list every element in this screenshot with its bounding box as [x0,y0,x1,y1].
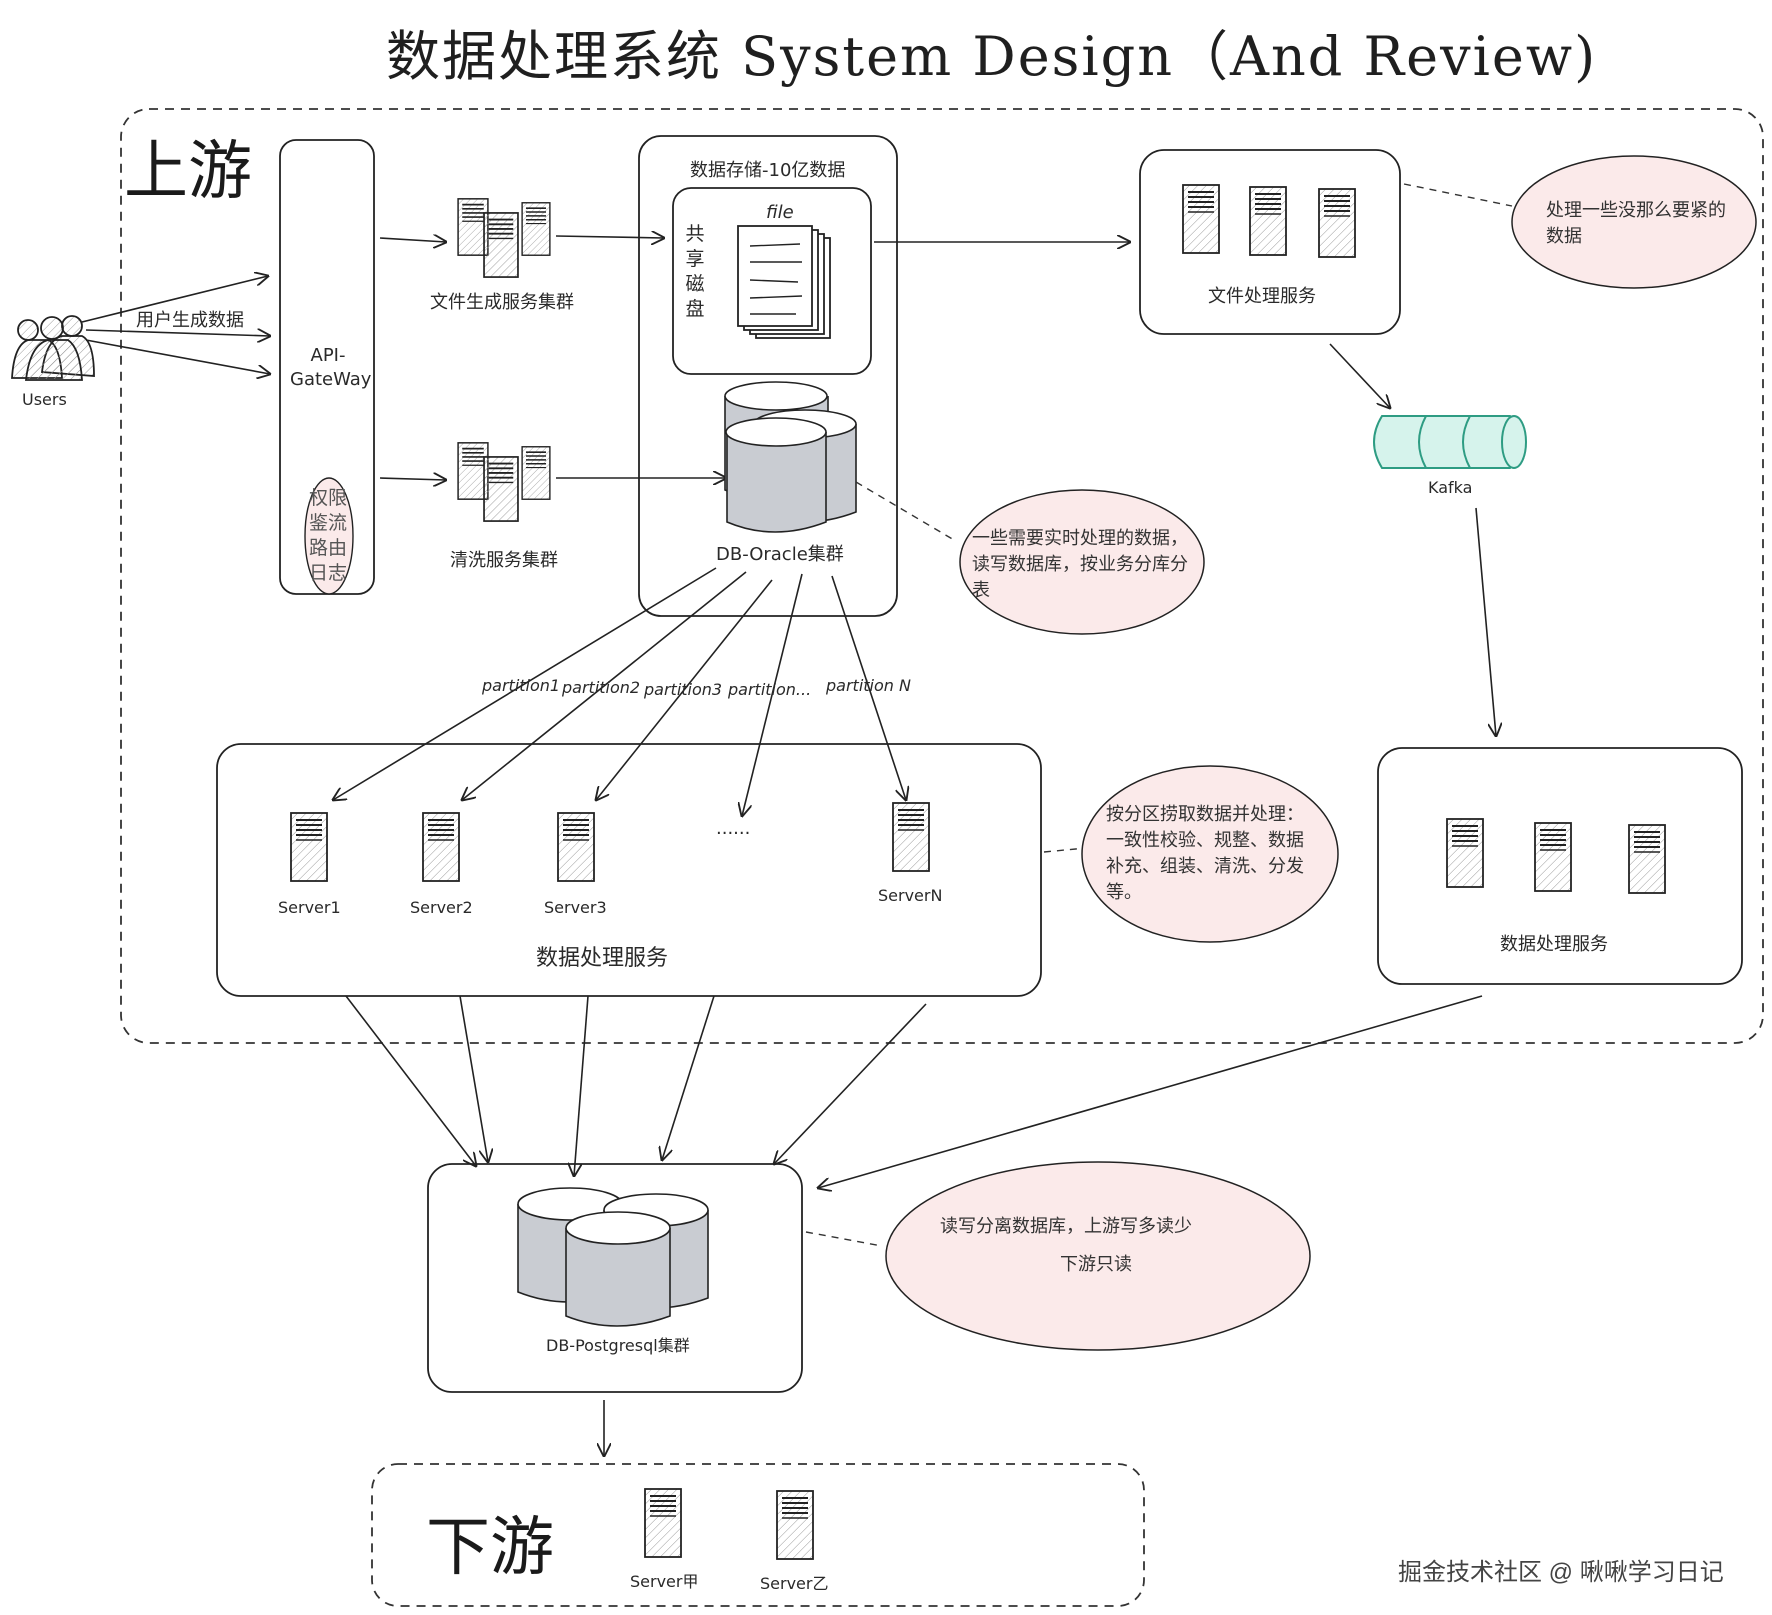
oracle-db-icon [724,381,857,533]
fileservice-to-kafka-arrow [1329,343,1390,408]
filegen-cluster-label: 文件生成服务集群 [430,292,574,313]
partitionN-label: partition N [826,676,911,695]
process-to-pg-arrow-5 [774,1003,927,1164]
oracle-note-connector [855,481,955,541]
pg-note-line1: 读写分离数据库，上游写多读少 [940,1216,1192,1237]
filegen-server-icons [457,198,551,278]
server2-label: Server2 [410,898,473,917]
pg-note-ellipse [885,1161,1311,1351]
users-arrow-label: 用户生成数据 [136,310,244,331]
file-service-box [1139,149,1401,335]
oracle-note-ellipse [959,489,1205,635]
shared-disk-label: 共享磁盘 [685,223,705,320]
process-note-connector [1043,847,1087,853]
process-server-icons [290,802,930,882]
process-service-box [216,743,1042,997]
gateway-features: 权限鉴流路由日志 [309,487,348,584]
upstream-zone [120,108,1764,1044]
clean-cluster-label: 清洗服务集群 [450,550,558,571]
users-arrow-3 [85,339,270,374]
postgres-db-icon [517,1187,709,1327]
downstream-server-icons [644,1488,814,1560]
downstream-zone-label: 下游 [426,1511,554,1585]
users-icon [11,315,95,381]
server3-label: Server3 [544,898,607,917]
file-icon [737,225,831,339]
file-note-connector [1403,183,1513,207]
clean-server-icons [457,442,551,522]
pg-note-connector [805,1231,883,1247]
serverN-label: ServerN [878,886,943,905]
server-yi-label: Server乙 [760,1574,829,1593]
api-gateway-label: API-GateWay [290,345,372,390]
server1-label: Server1 [278,898,341,917]
file-note-text: 处理一些没那么要紧的数据 [1546,200,1726,247]
process-service2-label: 数据处理服务 [1500,934,1608,955]
process-to-pg-arrow-4 [662,995,715,1160]
postgres-label: DB-Postgresql集群 [546,1336,690,1355]
partition-more-label: partition... [728,680,812,699]
partition2-arrow [462,571,747,800]
servers-ellipsis: ...... [716,818,751,839]
shared-disk-box [672,187,872,375]
partition-more-arrow [742,573,803,816]
kafka-label: Kafka [1428,478,1473,497]
file-label: file [766,202,794,223]
kafka-to-process2-arrow [1475,507,1496,736]
process2-server-icons [1446,818,1666,894]
partition3-arrow [596,579,773,800]
file-service-server-icons [1182,184,1356,258]
process-service-label: 数据处理服务 [536,946,669,971]
file-service-label: 文件处理服务 [1208,286,1316,307]
process-to-pg-arrow-3 [574,995,589,1176]
postgres-box [427,1163,803,1393]
partition1-arrow [333,567,717,800]
page-title: 数据处理系统 System Design（And Review) [386,25,1598,88]
process-service2-box [1377,747,1743,985]
partition3-label: partition3 [644,680,723,699]
users-arrow-1 [81,276,268,323]
partition1-label: partition1 [482,676,561,695]
oracle-db-label: DB-Oracle集群 [716,544,844,565]
pg-note-line2: 下游只读 [1060,1254,1132,1275]
oracle-note-text: 一些需要实时处理的数据，读写数据库，按业务分库分表 [972,528,1188,601]
gateway-to-clean-arrow [379,478,446,480]
process-to-pg-arrow-2 [459,995,488,1162]
process2-to-pg-arrow [818,995,1483,1188]
process-to-pg-arrow-1 [345,995,476,1166]
storage-title: 数据存储-10亿数据 [690,160,846,181]
gateway-to-filegen-arrow [379,238,446,242]
process-note-text: 按分区捞取数据并处理：一致性校验、规整、数据补充、组装、清洗、分发等。 [1106,804,1304,903]
filegen-to-storage-arrow [555,236,664,238]
upstream-zone-label: 上游 [124,135,252,209]
downstream-zone [371,1463,1145,1607]
process-note-ellipse [1081,765,1339,943]
kafka-queue-icon [1373,415,1527,469]
gateway-feature-ellipse [304,477,354,595]
watermark: 掘金技术社区 @ 啾啾学习日记 [1398,1559,1724,1586]
file-note-ellipse [1511,155,1757,289]
users-arrow-2 [85,330,270,336]
users-label: Users [22,390,67,409]
server-jia-label: Server甲 [630,1572,699,1591]
data-storage-box [638,135,898,617]
partitionN-arrow [831,575,906,800]
partition2-label: partition2 [562,678,641,697]
